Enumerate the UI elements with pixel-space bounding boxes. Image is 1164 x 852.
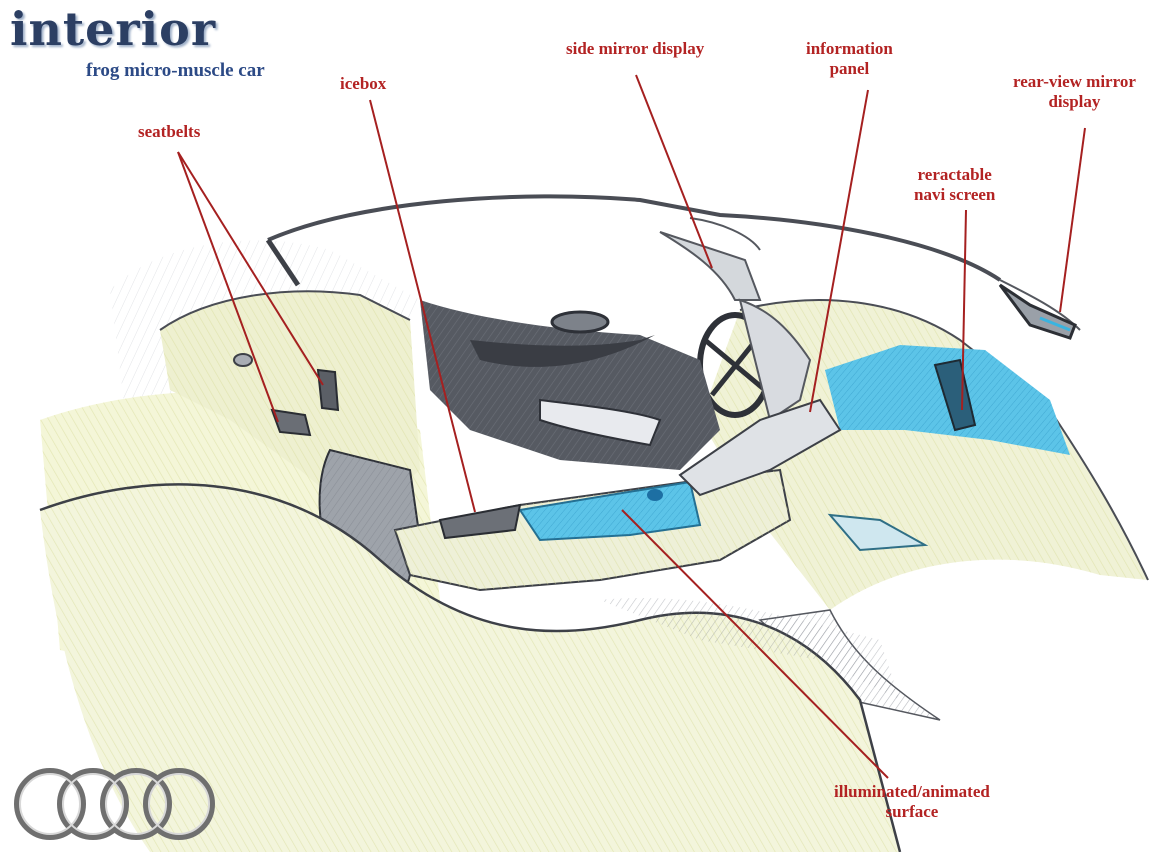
label-information-line1: information xyxy=(806,39,893,59)
label-illuminated-line1: illuminated/animated xyxy=(834,782,990,802)
label-information-line2: panel xyxy=(806,59,893,79)
page-subtitle: frog micro-muscle car xyxy=(86,60,265,82)
label-icebox: icebox xyxy=(340,74,386,94)
label-information-panel: information panel xyxy=(806,39,893,79)
leader-rear-view-mirror xyxy=(1060,128,1085,312)
label-seatbelts-text: seatbelts xyxy=(138,122,200,141)
label-navi-line2: navi screen xyxy=(914,185,995,205)
label-retractable-navi-screen: reractable navi screen xyxy=(914,165,995,205)
label-side-mirror-text: side mirror display xyxy=(566,39,704,58)
label-rear-view-line1: rear-view mirror xyxy=(1013,72,1136,92)
label-rear-view-line2: display xyxy=(1013,92,1136,112)
label-navi-line1: reractable xyxy=(914,165,995,185)
label-illuminated-line2: surface xyxy=(834,802,990,822)
label-side-mirror-display: side mirror display xyxy=(566,39,704,59)
label-illuminated-surface: illuminated/animated surface xyxy=(834,782,990,822)
label-rear-view-mirror-display: rear-view mirror display xyxy=(1013,72,1136,112)
label-seatbelts: seatbelts xyxy=(138,122,200,142)
label-icebox-text: icebox xyxy=(340,74,386,93)
rear-view-mirror xyxy=(1000,285,1075,338)
cockpit-cavity xyxy=(420,300,720,470)
page-title: interior xyxy=(10,2,216,56)
